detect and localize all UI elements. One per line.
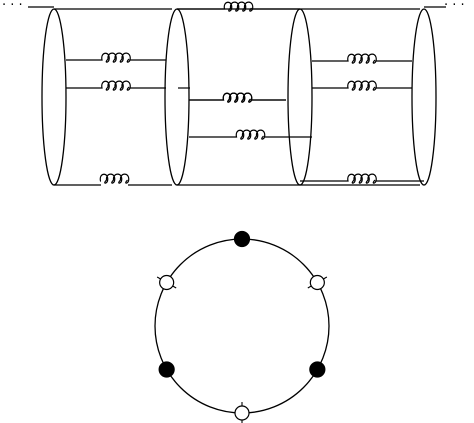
bead-1 xyxy=(233,230,251,248)
ring-circle xyxy=(154,238,330,414)
disk1-disk2-spring-upper xyxy=(66,52,166,63)
disk-3 xyxy=(287,8,313,186)
disk3-disk4-spring-middle xyxy=(312,80,412,91)
disk-chain xyxy=(28,1,446,186)
bead-4 xyxy=(234,405,250,421)
disk2-disk3-top-spring xyxy=(177,1,300,12)
bead-3 xyxy=(309,361,326,378)
disk-2 xyxy=(164,8,190,186)
disk-1 xyxy=(41,8,67,186)
disk2-disk3-spring-lower xyxy=(189,129,312,140)
disk-4 xyxy=(411,8,437,186)
disk3-disk4-spring-upper xyxy=(312,53,412,64)
disk2-disk3-spring-middle-front xyxy=(189,92,286,103)
bead-ring xyxy=(154,230,330,423)
right-ellipsis: · · · xyxy=(444,0,465,13)
disk1-disk2-bottom-spring xyxy=(99,173,130,184)
bead-5 xyxy=(158,361,175,378)
bead-2 xyxy=(309,274,325,291)
left-ellipsis: · · · xyxy=(2,0,23,13)
disk3-disk4-bottom-spring xyxy=(300,173,424,184)
bead-6 xyxy=(159,274,175,291)
disk1-disk2-spring-middle xyxy=(66,80,166,91)
